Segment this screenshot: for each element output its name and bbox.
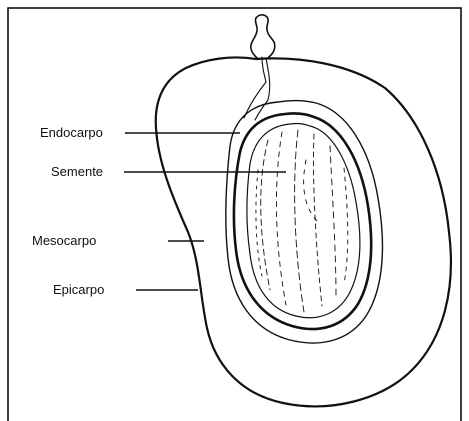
epicarpo-label: Epicarpo bbox=[53, 282, 104, 297]
endocarp-inner-outline bbox=[234, 113, 371, 329]
mesocarpo-label: Mesocarpo bbox=[32, 233, 96, 248]
stalk-fibres bbox=[244, 82, 268, 120]
epicarp-outline bbox=[156, 57, 451, 406]
endocarpo-label: Endocarpo bbox=[40, 125, 103, 140]
seed-body bbox=[247, 123, 360, 317]
semente-label: Semente bbox=[51, 164, 103, 179]
